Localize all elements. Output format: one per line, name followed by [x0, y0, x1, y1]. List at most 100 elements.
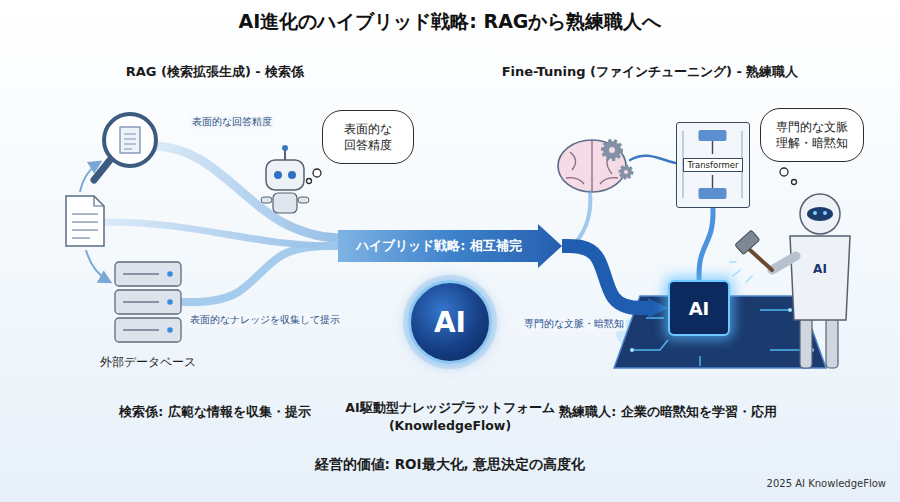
magnifier-icon: [120, 127, 140, 153]
document-icon: [72, 221, 98, 223]
node-caption: AI駆動型ナレッジプラットフォーム (KnowledgeFlow): [340, 399, 560, 434]
robot-icon: [261, 197, 272, 203]
robot-icon: [298, 197, 309, 203]
brain-icon: [603, 141, 621, 159]
bubble-tail: [307, 179, 312, 184]
watermark: 2025 AI KnowledgeFlow: [767, 478, 886, 491]
bubble-tail: [313, 169, 321, 177]
value-statement: 経営的価値: ROI最大化, 意思決定の高度化: [315, 456, 586, 473]
server-unit: [115, 290, 181, 314]
robot-icon: [266, 160, 304, 190]
circuit-board: [788, 308, 792, 312]
server-slot: [123, 301, 159, 303]
robot-icon: [273, 193, 297, 213]
model-link: [576, 156, 676, 242]
brain-icon: [624, 170, 628, 174]
speech-bubble: 表面的な 回答精度: [322, 110, 414, 164]
server-slot: [123, 329, 159, 331]
model-link: [576, 192, 590, 242]
magnifier-icon: [124, 138, 136, 139]
node-text: Transformer: [683, 158, 742, 172]
craftsman-robot: [730, 194, 850, 368]
speech-bubble: 専門的な文脈 理解・暗黙知: [760, 108, 864, 162]
magnifier-icon: [124, 133, 136, 134]
node-text: AI: [434, 306, 466, 339]
robot-icon: [261, 145, 309, 213]
summary-text: 熟練職人: 企業の暗黙知を学習・応用: [559, 404, 776, 420]
flow-label: 表面的な回答精度: [190, 116, 274, 129]
knowledge-stream-arrow: [562, 246, 648, 308]
layer-block: [699, 188, 727, 199]
brain-icon: [558, 140, 626, 192]
robot-icon: [284, 150, 286, 160]
database-stack: 外部データベース: [115, 262, 181, 342]
server-light: [167, 299, 173, 305]
ai-chip: AI: [668, 280, 730, 336]
document-icon: [72, 213, 98, 215]
craftsman-robot: [772, 256, 796, 270]
document-icon: [94, 196, 104, 206]
brain-icon: [566, 141, 618, 191]
summary-text: 検索係: 広範な情報を収集・提示: [119, 404, 310, 420]
craftsman-robot: [826, 318, 838, 368]
craftsman-robot: [807, 207, 833, 221]
node-text: ハイブリッド戦略: 相互補完: [356, 237, 522, 255]
magnifier-icon: [124, 143, 136, 144]
model-link: [630, 156, 676, 163]
circuit-board: [630, 348, 634, 352]
document-icon: [72, 237, 90, 239]
flow-label: 表面的なナレッジを収集して提示: [188, 314, 342, 327]
data-flow-connector: [181, 246, 338, 302]
document-icon: [66, 196, 104, 246]
section-header: Fine-Tuning (ファインチューニング) - 熟練職人: [502, 64, 799, 80]
craftsman-robot: [813, 211, 817, 215]
layer-arrow: [712, 141, 713, 154]
brain-icon: [620, 166, 632, 178]
craftsman-robot: [800, 318, 812, 368]
band-arrow: [338, 224, 562, 268]
ai-core: AIAI駆動型ナレッジプラットフォーム (KnowledgeFlow): [408, 280, 492, 364]
chest-label: AI: [813, 262, 827, 277]
node-caption: 外部データベース: [100, 354, 196, 371]
layer-block: [699, 130, 727, 141]
cycle-arrow: [80, 162, 100, 192]
transformer-box: Transformer: [676, 122, 750, 208]
craftsman-robot: [823, 211, 827, 215]
craftsman-robot: [790, 236, 850, 320]
server-unit: [115, 262, 181, 286]
cycle-arrow: [80, 162, 110, 282]
node-text: AI: [689, 298, 710, 319]
diagram-title: AI進化のハイブリッド戦略: RAGから熟練職人へ: [0, 9, 900, 35]
server-slot: [123, 273, 159, 275]
robot-icon: [274, 171, 282, 179]
document-icon: [66, 196, 104, 246]
database-stack-outline: [115, 262, 181, 342]
craftsman-robot: [750, 250, 772, 270]
server-unit: [115, 318, 181, 342]
cycle-arrow: [86, 250, 110, 282]
magnifier-icon: [104, 114, 156, 166]
robot-icon: [288, 171, 296, 179]
server-light: [167, 271, 173, 277]
document-icon: [72, 229, 98, 231]
data-flow: [106, 222, 338, 246]
layer-arrow: [712, 175, 713, 188]
node-text: 表面的な 回答精度: [333, 121, 403, 153]
server-light: [167, 327, 173, 333]
magnifier-icon: [124, 148, 132, 149]
brain-icon: [609, 147, 615, 153]
craftsman-robot: [735, 230, 760, 254]
robot-icon: [282, 145, 288, 151]
model-flow-connector: [699, 208, 713, 280]
brain-icon: [558, 140, 632, 192]
craftsman-robot: [800, 194, 840, 234]
bubble-tail: [780, 168, 788, 176]
node-text: 専門的な文脈 理解・暗黙知: [771, 119, 853, 151]
craftsman-robot: [730, 262, 752, 282]
hybrid-arrow: ハイブリッド戦略: 相互補完: [338, 224, 562, 268]
bubble-tail: [792, 180, 797, 185]
section-header: RAG (検索拡張生成) - 検索係: [126, 64, 305, 80]
magnifier-icon: [94, 114, 156, 180]
flow-label: 専門的な文脈・暗黙知: [522, 318, 626, 331]
magnifier-icon: [94, 160, 110, 180]
